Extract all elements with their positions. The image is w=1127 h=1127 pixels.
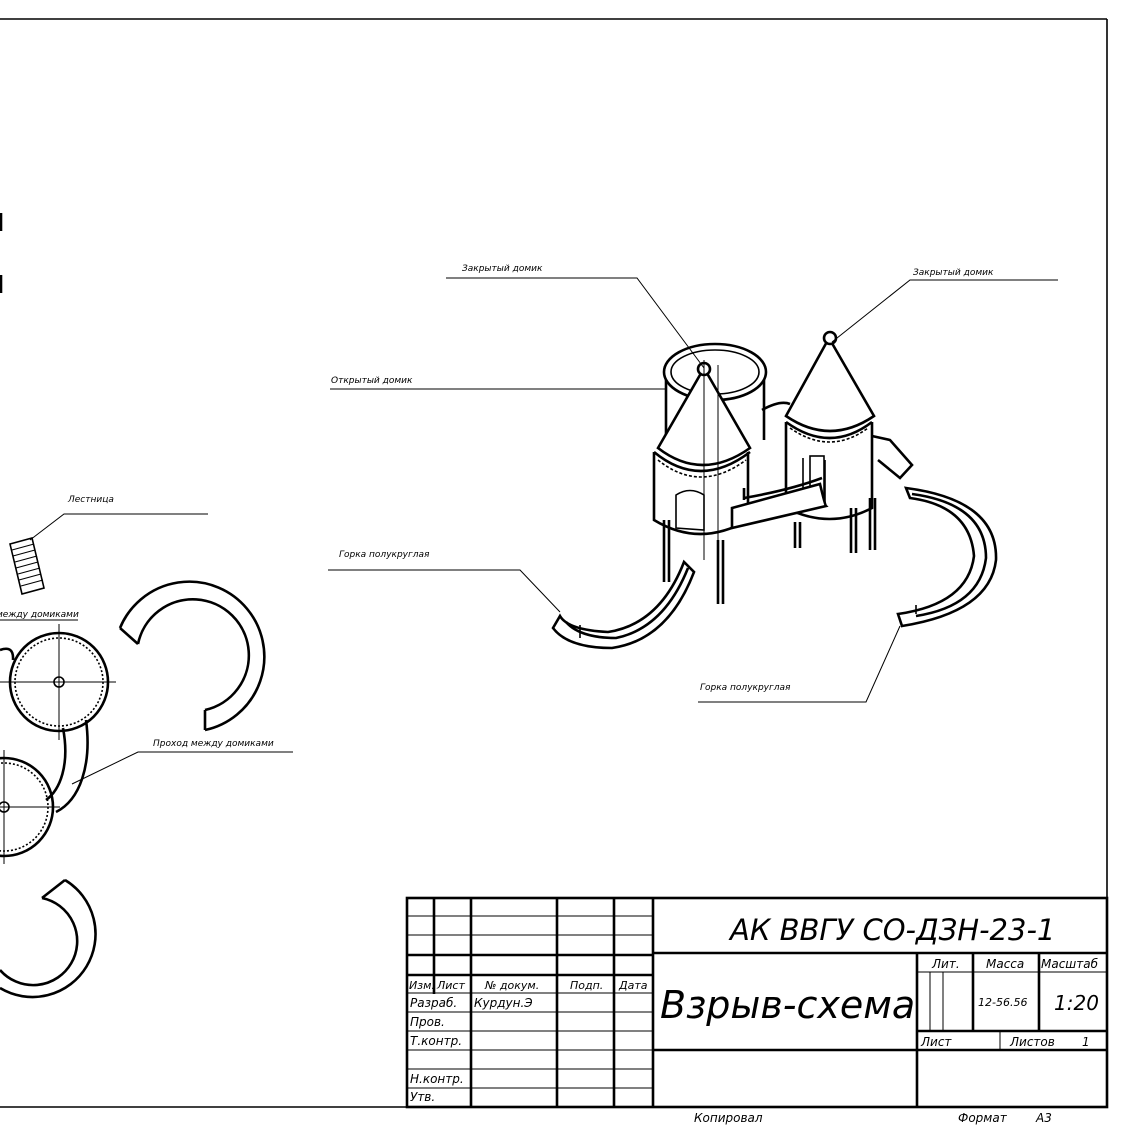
scale-label: Масштаб	[1041, 957, 1099, 971]
role-checker: Пров.	[410, 1015, 445, 1029]
role-norm-control: Н.контр.	[410, 1072, 464, 1086]
format-value: А3	[1035, 1111, 1052, 1125]
passage-plan	[45, 719, 89, 814]
closed-tower-left	[652, 361, 752, 536]
label-closed-house-right: Закрытый домик	[913, 268, 994, 278]
header-signature: Подп.	[570, 979, 603, 992]
label-passage-top: между домиками	[0, 610, 79, 620]
doc-code: АК ВВГУ СО-ДЗН-23-1	[728, 913, 1055, 947]
sheets-value: 1	[1082, 1035, 1090, 1049]
passage-iso	[730, 476, 829, 530]
label-open-house: Открытый домик	[331, 376, 413, 386]
mass-value: 12-56.56	[978, 996, 1027, 1009]
header-change: Изм.	[409, 979, 435, 992]
mass-label: Масса	[986, 957, 1024, 971]
header-date: Дата	[618, 979, 648, 992]
scale-value: 1:20	[1054, 991, 1099, 1015]
label-passage-bottom: Проход между домиками	[153, 739, 274, 749]
role-developer: Разраб.	[410, 996, 457, 1010]
tower-bottom-plan	[0, 750, 60, 864]
label-closed-house-left: Закрытый домик	[462, 264, 543, 274]
label-slide-right: Горка полукруглая	[700, 683, 791, 693]
label-slide-left: Горка полукруглая	[339, 550, 430, 560]
sheet-label: Лист	[920, 1035, 952, 1049]
plan-view	[0, 513, 293, 999]
role-approved: Утв.	[410, 1090, 435, 1104]
lit-label: Лит.	[931, 957, 960, 971]
support-posts	[662, 498, 877, 604]
doc-title: Взрыв-схема	[660, 983, 915, 1027]
label-stairs: Лестница	[67, 495, 114, 505]
stairs-part	[9, 537, 45, 595]
tower-top-plan	[0, 624, 116, 740]
isometric-view	[328, 277, 1058, 703]
format-label: Формат	[958, 1111, 1008, 1125]
header-doc-no: № докум.	[484, 979, 539, 992]
header-sheet: Лист	[436, 979, 465, 992]
slide-plan-top	[118, 580, 266, 732]
slide-iso-left	[551, 559, 696, 650]
title-block	[405, 896, 1109, 1109]
slide-plan-bottom	[0, 878, 97, 999]
slide-iso-right	[896, 486, 998, 628]
sheets-label: Листов	[1009, 1035, 1055, 1049]
developer-name: Курдун.Э	[474, 996, 533, 1010]
role-tech-control: Т.контр.	[410, 1034, 462, 1048]
copied-label: Копировал	[694, 1111, 763, 1125]
